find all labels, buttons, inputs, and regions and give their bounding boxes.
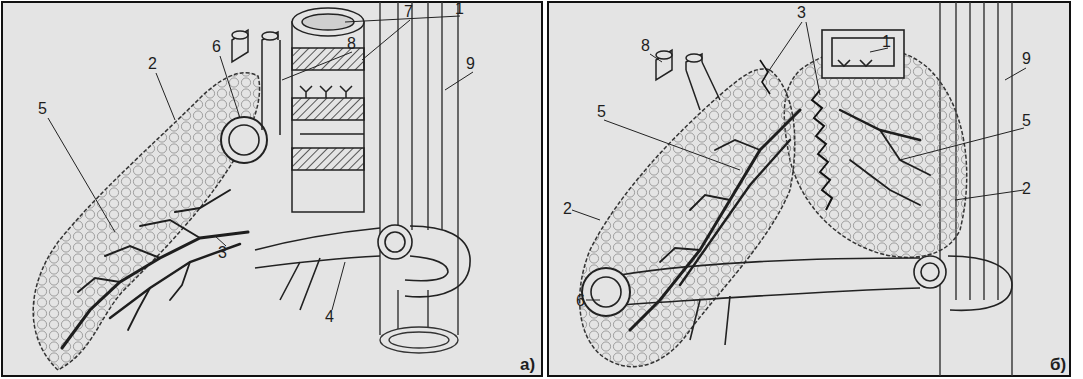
panel-letter: а) [520,356,535,374]
callout-number: 4 [325,308,334,326]
callout-number: 7 [404,3,413,21]
callout-number: 2 [563,200,572,218]
callout-number: 9 [1022,50,1031,68]
callout-number: 6 [576,292,585,310]
callout-number: 5 [597,103,606,121]
callout-number: 2 [1022,180,1031,198]
callout-number: 8 [641,37,650,55]
callout-number: 3 [797,4,806,22]
callout-number: 2 [148,55,157,73]
callout-number: 9 [466,55,475,73]
callout-number: 8 [347,35,356,53]
panel-letter: б) [1050,356,1066,374]
panel-b [548,2,1070,376]
callout-number: 5 [38,100,47,118]
callout-number: 5 [1022,112,1031,130]
callout-number: 3 [218,244,227,262]
callout-number: 1 [455,0,464,18]
callout-number: 1 [882,33,891,51]
panel-a [2,2,542,376]
callout-number: 6 [212,38,221,56]
